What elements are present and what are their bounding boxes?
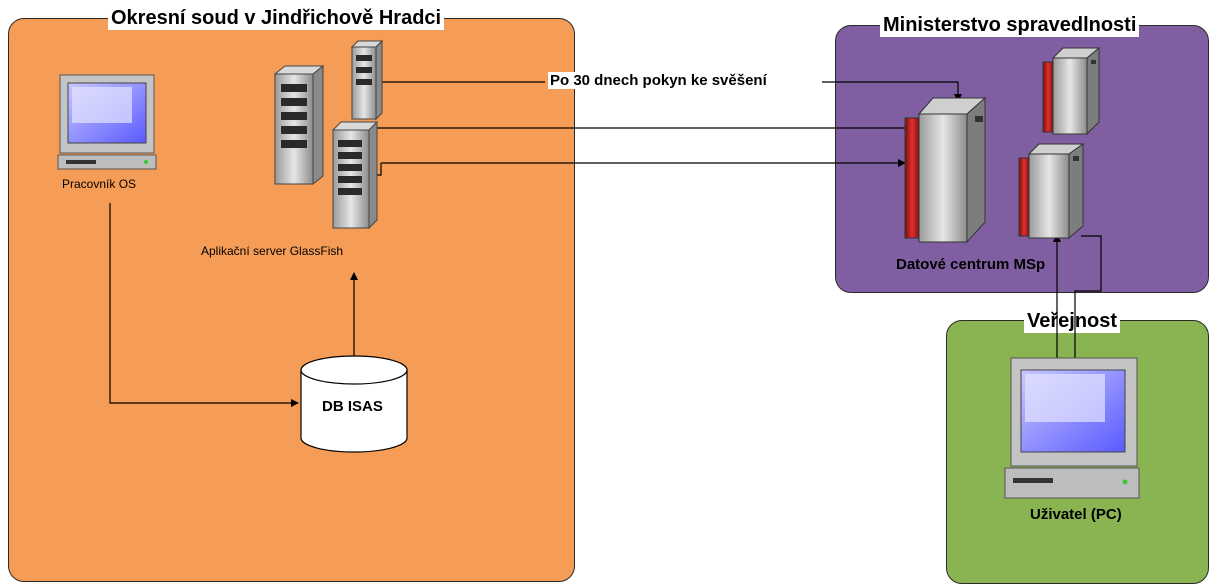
mainframe-icon-top: [1042, 46, 1101, 136]
database-cylinder-icon: [300, 355, 408, 453]
connector-lines: [109, 81, 1102, 407]
app-server-label: Aplikační server GlassFish: [201, 244, 344, 258]
database-label: DB ISAS: [322, 398, 383, 415]
instruction-label: Po 30 dnech pokyn ke svěšení: [548, 72, 769, 89]
user-pc-label: Uživatel (PC): [1030, 506, 1122, 523]
user-pc-icon: [1004, 357, 1140, 499]
court-zone-title: Okresní soud v Jindřichově Hradci: [108, 6, 445, 30]
connector-instruction-end: [822, 81, 962, 102]
workstation-icon: [57, 74, 157, 170]
app-server-icon: [331, 120, 379, 230]
connector-workstation-to-db: [109, 203, 299, 407]
datacenter-label: Datové centrum MSp: [896, 256, 1046, 273]
mainframe-icon-main: [904, 96, 987, 244]
connector-ministry-to-user: [1071, 235, 1102, 371]
mainframe-icon-small: [1018, 143, 1085, 240]
public-zone-title: Veřejnost: [1024, 309, 1121, 333]
tower-server-icon-top: [350, 39, 384, 121]
workstation-label: Pracovník OS: [62, 177, 137, 191]
tower-server-icon-back: [273, 64, 325, 186]
ministry-zone-title: Ministerstvo spravedlnosti: [880, 13, 1140, 37]
